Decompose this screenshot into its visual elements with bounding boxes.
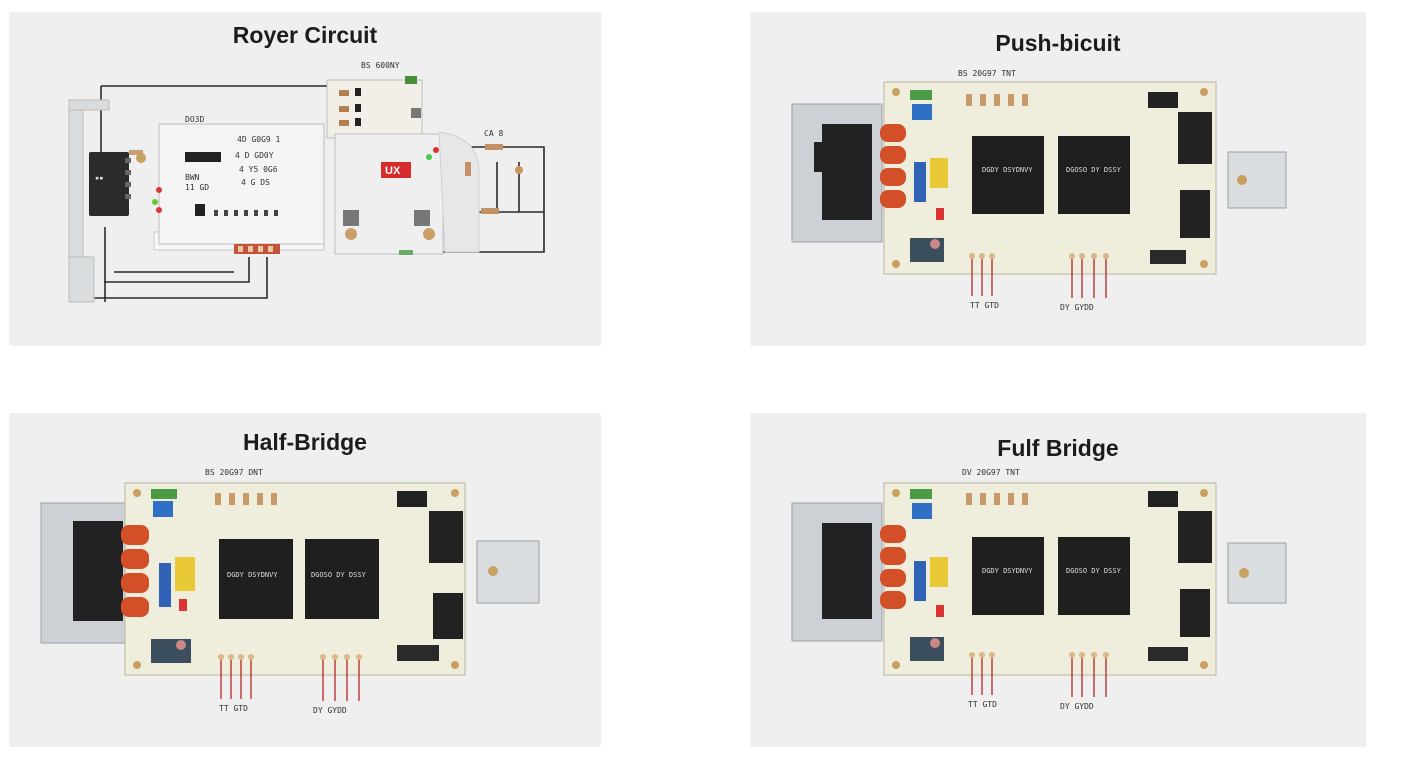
royer-block-label: DO3D (185, 115, 204, 124)
half-chip-2-label: DGOSO DY DSSY (311, 571, 367, 579)
half-top-label: BS 20G97 DNT (205, 468, 263, 477)
royer-label-3: 4 Y5 0G6 (239, 165, 278, 174)
royer-label-4: 4 G DS (241, 178, 270, 187)
push-bottom-label-1: TT GTD (970, 301, 999, 310)
royer-label-1: 4D G0G9 1 (237, 135, 281, 144)
full-bridge-circuit-image: DV 20G97 TNT DGDY DSYDNVY DGOSO DY DSSY … (791, 468, 1287, 711)
push-circuit-image: BS 20G97 TNT DGDY DSYDNVY DGOSO DY DSSY (791, 69, 1287, 312)
push-bottom-label-2: DY GYDD (1060, 303, 1094, 312)
panel-title: Royer Circuit (232, 22, 378, 48)
royer-circuit-image: ▪▪ DO3D 4D G0G9 1 4 D GD0Y 4 Y5 0G6 4 G … (68, 61, 545, 303)
panel-title: Push-bicuit (995, 30, 1121, 56)
full-top-label: DV 20G97 TNT (962, 468, 1020, 477)
half-bridge-circuit-image: BS 20G97 DNT DGDY DSYDNVY DGOSO DY DSSY … (40, 468, 540, 715)
push-chip-2-label: DGOSO DY DSSY (1066, 166, 1122, 174)
svg-text:▪▪: ▪▪ (95, 174, 103, 182)
push-chip-1-label: DGDY DSYDNVY (982, 166, 1033, 174)
half-bottom-label-1: TT GTD (219, 704, 248, 713)
panel-royer: Royer Circuit (9, 12, 601, 346)
royer-left-label-2: 11 GD (185, 183, 209, 192)
full-bottom-label-1: TT GTD (968, 700, 997, 709)
push-top-label: BS 20G97 TNT (958, 69, 1016, 78)
panel-title: Fulf Bridge (997, 435, 1119, 461)
full-chip-2-label: DGOSO DY DSSY (1066, 567, 1122, 575)
half-bottom-label-2: DY GYDD (313, 706, 347, 715)
royer-left-label-1: BWN (185, 173, 200, 182)
panel-title: Half-Bridge (243, 429, 367, 455)
royer-red-tag: UX (385, 165, 401, 177)
full-chip-1-label: DGDY DSYDNVY (982, 567, 1033, 575)
royer-top-label: BS 600NY (361, 61, 400, 70)
royer-right-label: CA 8 (484, 129, 503, 138)
panel-full-bridge: Fulf Bridge DV 20G97 TNT DGDY DSYDNVY DG… (750, 413, 1366, 747)
royer-label-2: 4 D GD0Y (235, 151, 274, 160)
panel-push: Push-bicuit BS 20G97 TNT DGDY DSYDNVY DG… (750, 12, 1366, 346)
full-bottom-label-2: DY GYDD (1060, 702, 1094, 711)
panel-half-bridge: Half-Bridge BS 20G97 DNT DGDY DSYDNVY DG… (9, 413, 601, 747)
half-chip-1-label: DGDY DSYDNVY (227, 571, 278, 579)
